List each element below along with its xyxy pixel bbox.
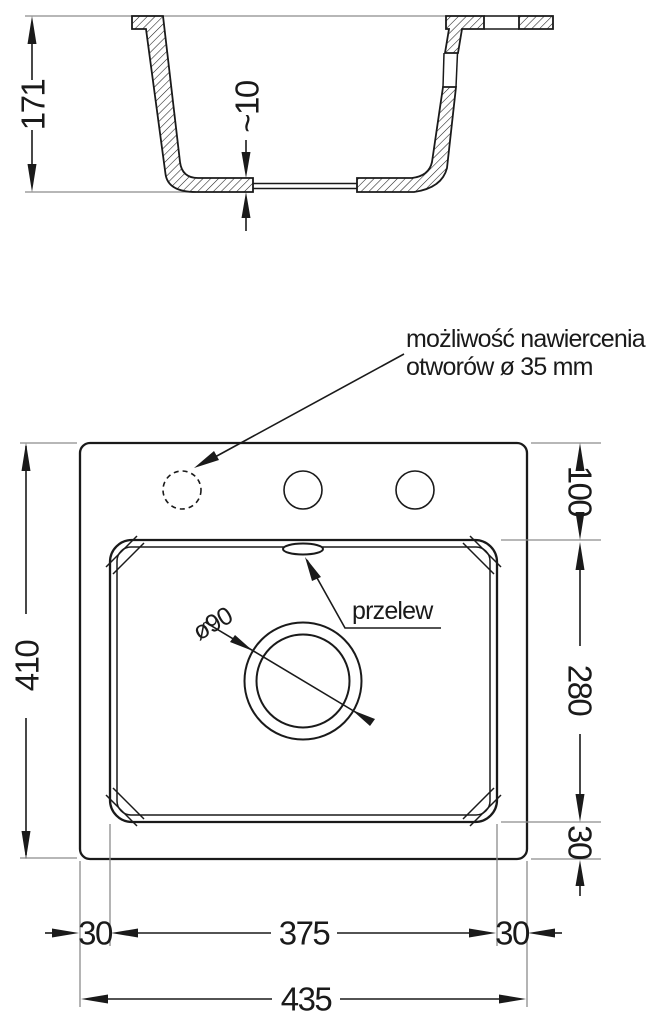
overflow-label: przelew	[352, 597, 434, 625]
arrow-up-icon	[575, 860, 585, 886]
arrow-left-icon	[81, 994, 108, 1004]
arrow-down-icon	[27, 164, 37, 192]
bottom-thickness-label: ~10	[229, 80, 266, 133]
dimension-bowl-to-bottom-edge: 30	[562, 825, 599, 896]
arrow-right-icon	[499, 994, 526, 1004]
arrow-right-icon	[469, 928, 496, 938]
plan-view: ø90 możliwość nawiercenia otworów ø 35 m…	[9, 325, 647, 1018]
sink-left-wall-section	[131, 15, 254, 193]
overflow-callout: przelew	[305, 557, 441, 629]
arrow-down-icon	[575, 794, 585, 822]
total-width-label: 435	[281, 981, 332, 1018]
arrow-up-icon	[575, 443, 585, 471]
right-rim-label: 30	[495, 915, 530, 952]
overflow-hole-edge-left	[442, 52, 445, 88]
drill-note: możliwość nawiercenia otworów ø 35 mm	[194, 325, 647, 468]
dimension-section-height: 171	[15, 16, 52, 192]
arrow-down-icon	[21, 831, 31, 859]
arrow-icon	[194, 451, 219, 468]
note-leader-line	[214, 353, 405, 458]
arrow-right-icon	[52, 928, 79, 938]
right-extension-lines	[501, 442, 601, 860]
rim-to-bowl-label: 100	[562, 466, 599, 518]
arrow-icon	[305, 557, 321, 581]
sink-rim-flange-section	[518, 15, 554, 30]
bowl-length-label: 280	[562, 665, 599, 717]
bottom-extension-lines	[79, 824, 528, 1007]
arrow-up-icon	[575, 542, 585, 570]
arrow-up-icon	[27, 16, 37, 44]
overflow-slot	[282, 542, 324, 556]
left-rim-label: 30	[78, 915, 113, 952]
bowl-width-label: 375	[279, 915, 330, 952]
drain-diameter-label: ø90	[188, 602, 237, 647]
sink-right-wall-upper-section	[443, 15, 485, 54]
dimension-bottom-widths: 30 375 30	[45, 915, 562, 952]
dimension-total-width: 435	[81, 981, 526, 1018]
section-height-label: 171	[15, 80, 52, 131]
sink-outer-body	[78, 441, 529, 861]
arrow-left-icon	[111, 928, 138, 938]
optional-drill-hole-dashed	[162, 470, 202, 510]
drain-recess-circle	[243, 621, 363, 741]
dimension-bottom-thickness: ~10	[229, 80, 266, 231]
drain: ø90	[188, 602, 375, 741]
dimension-total-height: 410	[9, 442, 77, 859]
arrow-left-icon	[528, 928, 555, 938]
cross-section-view: 171 ~10	[15, 15, 554, 231]
bowl-outer-edge	[108, 538, 499, 824]
bowl-corner-chamfers	[105, 535, 502, 827]
drain-hole-circle	[255, 633, 351, 729]
sink-right-wall-lower-section	[356, 86, 458, 193]
arrow-up-icon	[241, 192, 251, 218]
dimension-rim-to-bowl: 100	[562, 443, 599, 540]
arrow-down-icon	[241, 152, 251, 178]
arrow-down-icon	[575, 512, 585, 540]
bowl-to-bottom-edge-label: 30	[562, 825, 599, 860]
drill-note-line1: możliwość nawiercenia	[406, 325, 646, 353]
faucet-hole-center	[283, 470, 323, 510]
arrow-icon	[230, 635, 253, 651]
faucet-hole-right	[395, 470, 435, 510]
drill-note-line2: otworów ø 35 mm	[406, 353, 593, 381]
overflow-hole-edge-right	[455, 52, 459, 88]
total-height-label: 410	[9, 640, 46, 692]
overflow-leader-line	[306, 559, 441, 629]
arrow-up-icon	[21, 443, 31, 471]
arrow-icon	[352, 710, 375, 726]
dimension-bowl-length: 280	[562, 542, 599, 822]
